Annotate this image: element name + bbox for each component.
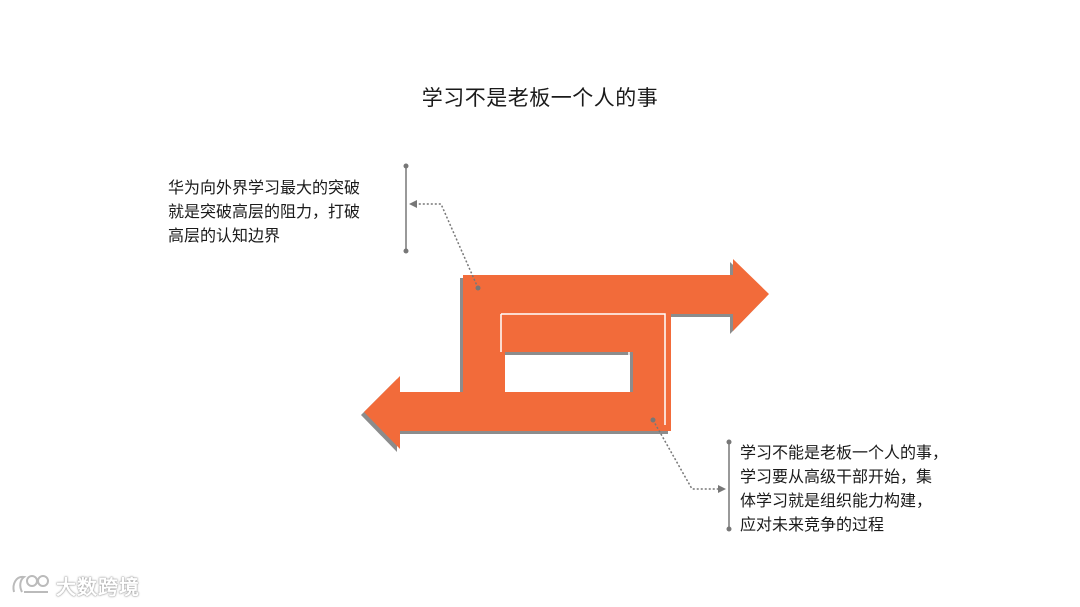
left-note: 华为向外界学习最大的突破 就是突破高层的阻力，打破 高层的认知边界 — [168, 176, 403, 248]
left-note-bracket-end — [403, 163, 409, 169]
left-note-bracket-end — [403, 248, 409, 254]
left-note-line: 高层的认知边界 — [168, 226, 281, 245]
left-note-line: 就是突破高层的阻力，打破 — [168, 202, 361, 221]
watermark-logo-icon — [12, 575, 49, 593]
left-note-line: 华为向外界学习最大的突破 — [168, 178, 361, 197]
left-connector — [410, 203, 479, 289]
watermark: 大数跨境 — [10, 570, 140, 600]
page-title: 学习不是老板一个人的事 — [421, 86, 659, 110]
right-note-line: 应对未来竞争的过程 — [740, 515, 885, 534]
right-note-line: 学习要从高级干部开始，集 — [740, 467, 933, 486]
right-note-bracket-end — [726, 526, 732, 532]
right-connector-arrowhead — [718, 485, 726, 493]
right-note-line: 学习不能是老板一个人的事， — [740, 443, 949, 462]
right-note: 学习不能是老板一个人的事， 学习要从高级干部开始，集 体学习就是组织能力构建， … — [740, 441, 980, 537]
left-connector-arrowhead — [409, 200, 417, 208]
right-connector — [652, 419, 724, 490]
right-note-line: 体学习就是组织能力构建， — [740, 491, 933, 510]
left-connector-dot — [475, 285, 481, 291]
s-arrow-shape — [364, 259, 769, 449]
right-connector-dot — [650, 417, 656, 423]
watermark-text: 大数跨境 — [56, 574, 140, 599]
right-note-bracket-end — [726, 439, 732, 445]
s-arrow-inner-edge — [500, 313, 666, 425]
